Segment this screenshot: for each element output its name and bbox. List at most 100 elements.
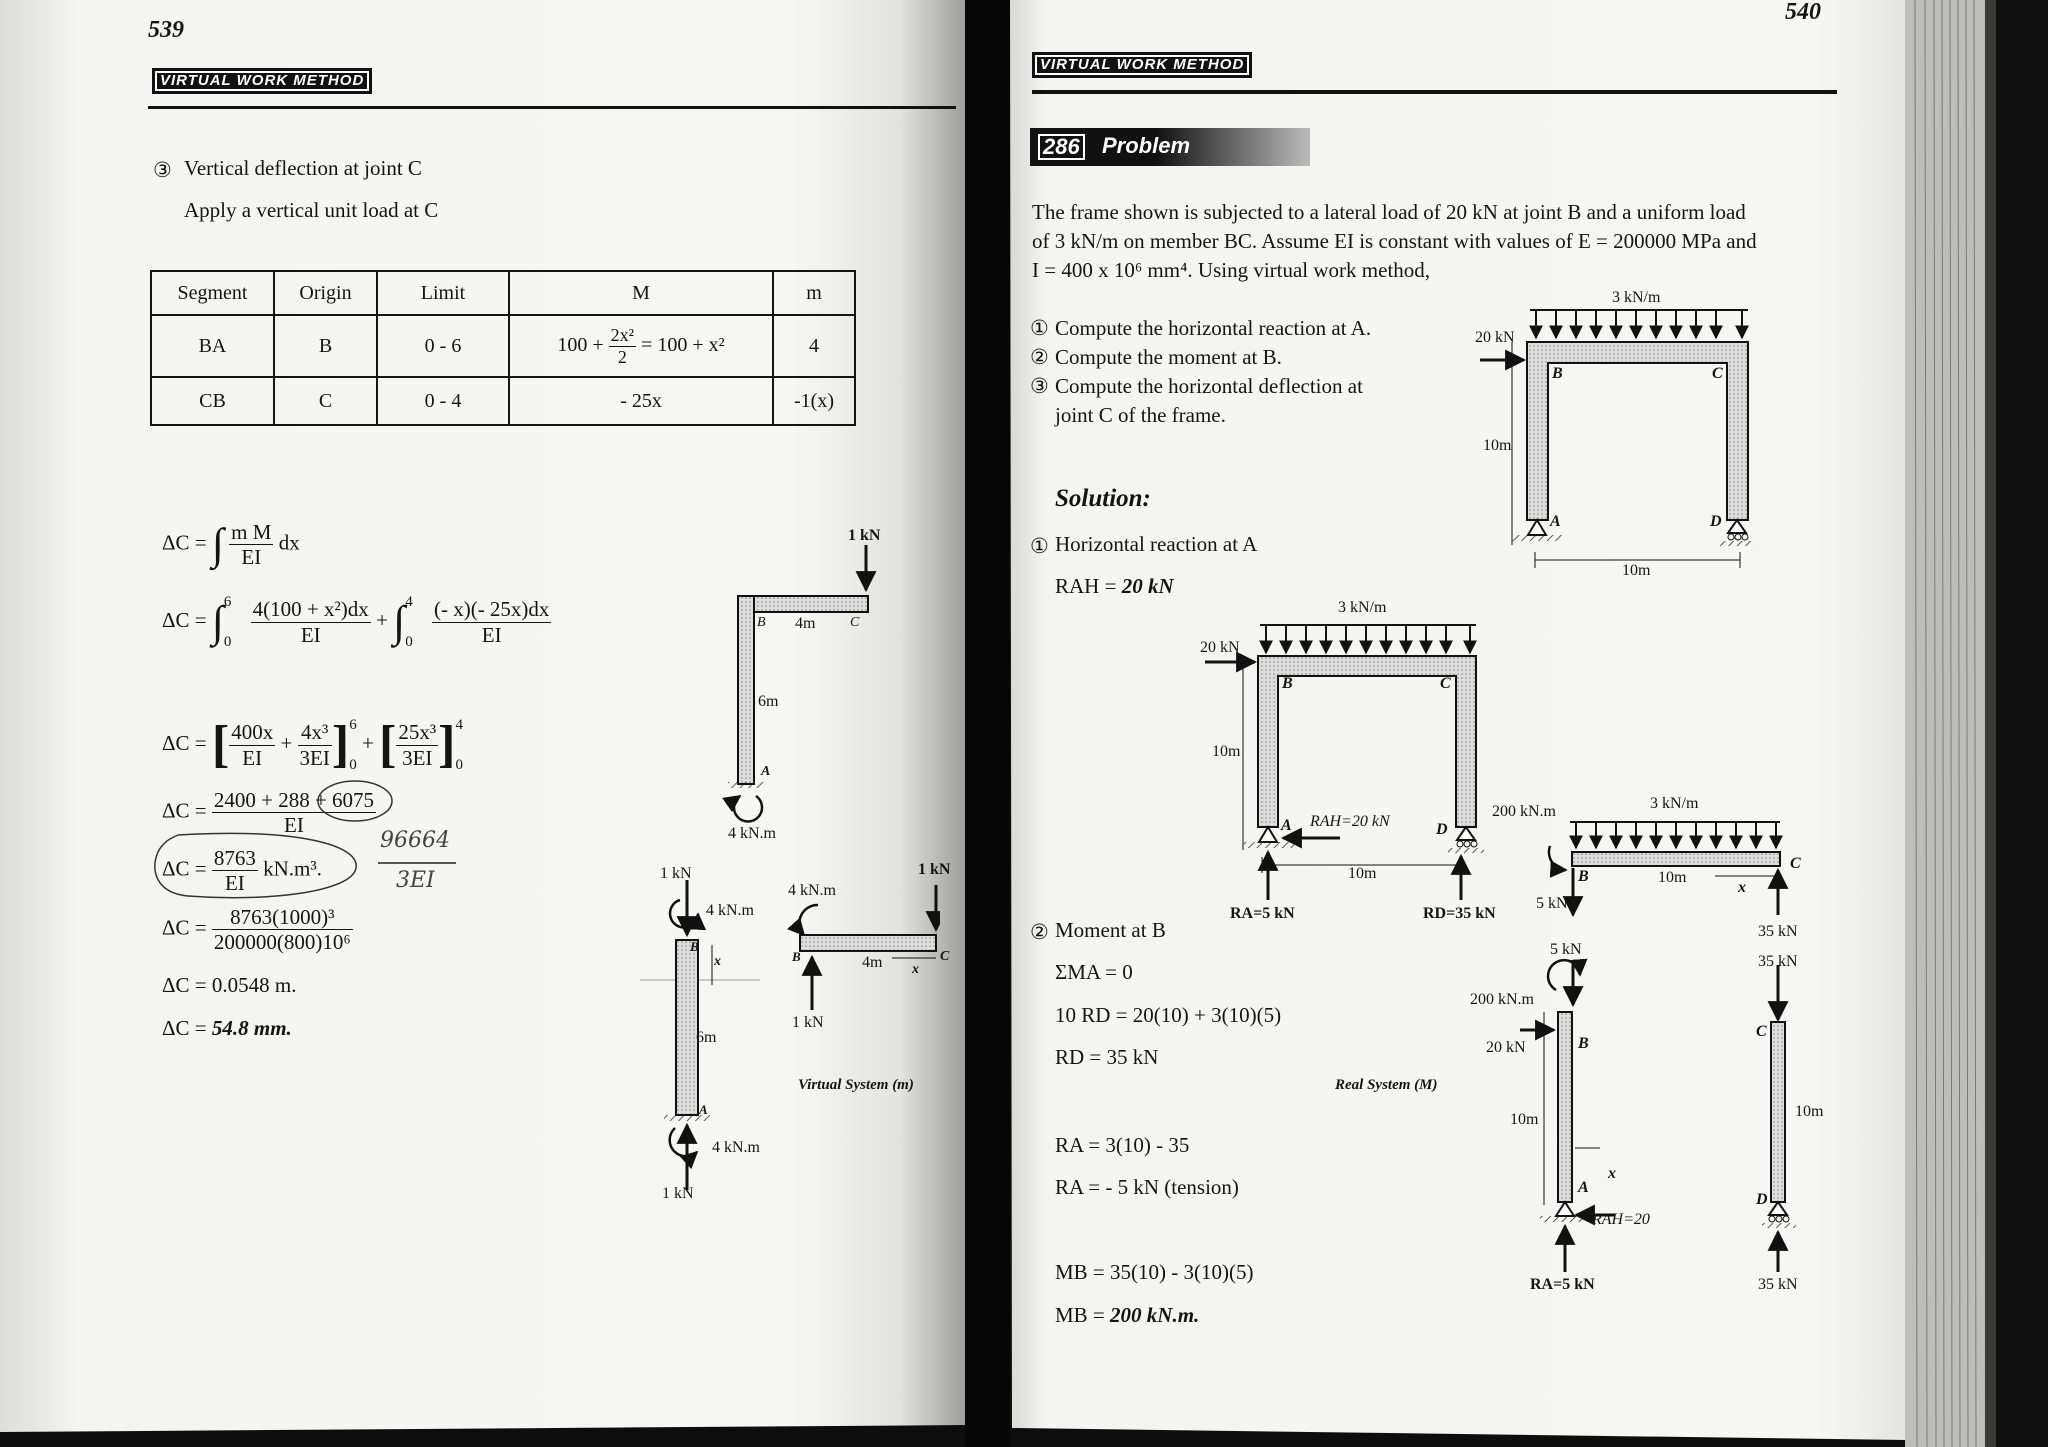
integral-sign: ∫ (393, 597, 406, 646)
label-r-c: C (940, 949, 950, 964)
eq-lhs: RAH = (1055, 574, 1122, 598)
member-bc (737, 595, 869, 613)
frac-num: 8763(1000)³ (211, 905, 353, 931)
eq7: ΔC = 0.0548 m. (162, 973, 297, 997)
f1-udl: 3 kN/m (1612, 289, 1661, 306)
col-origin: Origin (273, 270, 378, 316)
fixed-support-a (728, 782, 764, 788)
real-system-frame (1205, 624, 1484, 900)
moment-arrow-icon (668, 898, 707, 931)
moment-arrow-icon (786, 903, 819, 937)
frac-den: EI (284, 813, 304, 838)
label-r-x: x (912, 962, 919, 977)
table-cell: BA (150, 314, 275, 378)
ab-moment: 200 kN.m (1470, 991, 1534, 1008)
s2-line-4: RA = 3(10) - 35 (1055, 1133, 1190, 1157)
moment-arrow-icon (668, 1127, 699, 1170)
left-header-rule (148, 106, 956, 109)
table-header-row: Segment Origin Limit M m (150, 270, 856, 316)
label-a: A (699, 1102, 708, 1117)
segment-table: Segment Origin Limit M m BA B 0 - 6 100 … (150, 270, 856, 426)
frac-den: EI (224, 871, 245, 896)
problem-number: 286 (1038, 134, 1085, 160)
left-running-header: VIRTUAL WORK METHOD (152, 68, 373, 94)
ab-ra: RA=5 kN (1530, 1276, 1595, 1293)
eq-dx: dx (278, 530, 300, 555)
frac-den: EI (241, 545, 262, 570)
s2-line-2: 10 RD = 20(10) + 3(10)(5) (1055, 1003, 1282, 1027)
upper-limit: 4 (455, 717, 463, 733)
cd-h: 10m (1795, 1103, 1824, 1120)
final-deflection: 54.8 mm. (211, 1016, 292, 1040)
step3-subtitle: Apply a vertical unit load at C (184, 198, 439, 222)
f2-ra: RA=5 kN (1230, 905, 1295, 922)
f2-h: 10m (1212, 743, 1241, 760)
f2-c: C (1440, 675, 1451, 692)
eq-lhs: ΔC = (162, 915, 207, 940)
bc-l2: 5 kN (1550, 941, 1582, 958)
label-len: 6m (696, 1029, 717, 1046)
label-r-len: 4m (862, 954, 883, 971)
label-x: x (714, 954, 721, 969)
bracket: [ (379, 716, 397, 773)
ab-b: B (1578, 1035, 1589, 1052)
frac-num: 8763 (211, 846, 258, 872)
label-r-moment: 4 kN.m (788, 882, 836, 899)
label-r-react: 1 kN (792, 1014, 824, 1031)
real-system-diagrams (1205, 309, 1796, 1272)
table-cell: CB (150, 376, 275, 426)
frac-num: 2400 + 288 + 6075 (211, 788, 377, 814)
eq-lhs: MB = (1055, 1303, 1111, 1327)
task-1: Compute the horizontal reaction at A. (1055, 316, 1372, 340)
frac-den: 200000(800)10⁶ (213, 930, 351, 955)
task-3-marker: ③ (1030, 374, 1049, 398)
handwritten-circle-6075 (317, 780, 393, 822)
member-ab (737, 595, 755, 785)
ab-h: 10m (1510, 1111, 1539, 1128)
eq8: ΔC = 54.8 mm. (162, 1018, 292, 1039)
bc-r2: 35 kN (1758, 953, 1798, 970)
label-bot-load: 1 kN (662, 1185, 694, 1202)
table-row: CB C 0 - 4 - 25x -1(x) (150, 376, 856, 426)
rah-value: 20 kN (1121, 574, 1174, 598)
statement-line-1: The frame shown is subjected to a latera… (1032, 200, 1746, 224)
s2-final: MB = 200 kN.m. (1055, 1305, 1199, 1326)
task-2: Compute the moment at B. (1055, 345, 1282, 369)
statement-line-2: of 3 kN/m on member BC. Assume EI is con… (1032, 229, 1757, 253)
lower-limit: 0 (223, 634, 232, 650)
handwritten-fraction-bar (378, 862, 456, 864)
bracket: ] (438, 716, 456, 773)
fixed-support-a (664, 1115, 710, 1121)
integral-sign: ∫ (211, 597, 224, 646)
problem-label: Problem (1102, 133, 1191, 158)
virtual-system-caption: Virtual System (m) (798, 1077, 914, 1093)
M-part: = 100 + x² (641, 333, 725, 356)
s1-title: Horizontal reaction at A (1055, 532, 1258, 556)
solution-heading: Solution: (1055, 485, 1151, 512)
f2-udl: 3 kN/m (1338, 599, 1387, 616)
f1-a: A (1550, 513, 1561, 530)
s2-title: Moment at B (1055, 918, 1166, 942)
integral-sign: ∫ (211, 519, 224, 569)
s1-result: RAH = 20 kN (1055, 576, 1174, 597)
lower-limit: 0 (455, 757, 463, 773)
bc-moment: 200 kN.m (1492, 803, 1556, 820)
f1-c: C (1712, 365, 1723, 382)
frac-den: EI (242, 745, 263, 770)
label-len-bc: 4m (795, 615, 816, 632)
